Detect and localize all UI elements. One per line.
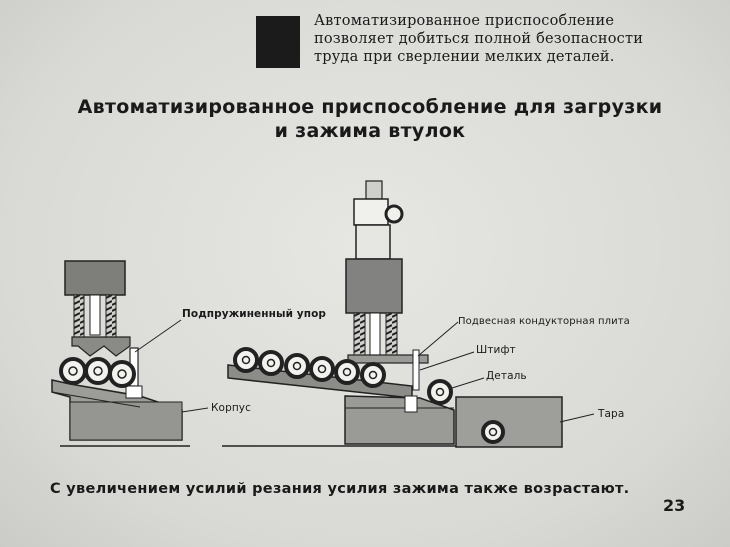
right-fixture	[222, 180, 595, 448]
container	[455, 396, 563, 448]
right-press-head	[345, 258, 403, 314]
part-falling	[427, 379, 453, 405]
note-marker	[256, 16, 300, 68]
note-line: Автоматизированное приспособление	[314, 13, 615, 29]
left-fixture	[51, 260, 209, 447]
spindle	[365, 180, 383, 200]
fixture-diagram	[51, 180, 595, 448]
bushing	[108, 360, 136, 388]
label-body: Корпус	[211, 402, 251, 414]
left-press-head	[64, 260, 126, 296]
handwheel	[384, 204, 404, 224]
left-jig-plate	[71, 336, 131, 357]
note-line: позволяет добиться полной безопасности	[314, 31, 644, 47]
right-spring	[385, 312, 398, 356]
right-jig-plate	[347, 354, 429, 364]
leader-line	[559, 413, 595, 423]
bushing	[334, 359, 360, 385]
label-spring-stop: Подпружиненный упор	[182, 308, 327, 320]
leader-line	[451, 377, 485, 389]
note-line: труда при сверлении мелких деталей.	[314, 49, 615, 65]
bushing	[309, 356, 335, 382]
slide-title: Автоматизированное приспособление для за…	[70, 95, 670, 143]
right-bushings	[233, 347, 453, 405]
right-spring	[353, 312, 366, 356]
label-jig-plate: Подвесная кондукторная плита	[458, 316, 630, 327]
title-line: Автоматизированное приспособление для за…	[77, 96, 663, 118]
leader-line	[181, 407, 209, 413]
note-text: Автоматизированное приспособление позвол…	[314, 12, 714, 66]
left-bushings	[59, 357, 136, 388]
bushing	[284, 353, 310, 379]
bushing	[84, 357, 112, 385]
bushing	[360, 362, 386, 388]
left-spring	[73, 294, 85, 338]
label-part: Деталь	[486, 370, 527, 382]
bushing	[59, 357, 87, 385]
leader-line	[134, 319, 182, 353]
label-container: Тара	[598, 408, 625, 420]
title-line: и зажима втулок	[274, 120, 466, 142]
caption: С увеличением усилий резания усилия зажи…	[50, 481, 630, 497]
bushing	[258, 350, 284, 376]
bushing	[481, 420, 505, 444]
page-number: 23	[663, 496, 686, 515]
left-spring	[105, 294, 117, 338]
leader-line	[419, 351, 475, 371]
label-pin: Штифт	[476, 344, 516, 356]
pin	[412, 349, 420, 391]
leader-line	[417, 321, 459, 357]
bushing	[233, 347, 259, 373]
